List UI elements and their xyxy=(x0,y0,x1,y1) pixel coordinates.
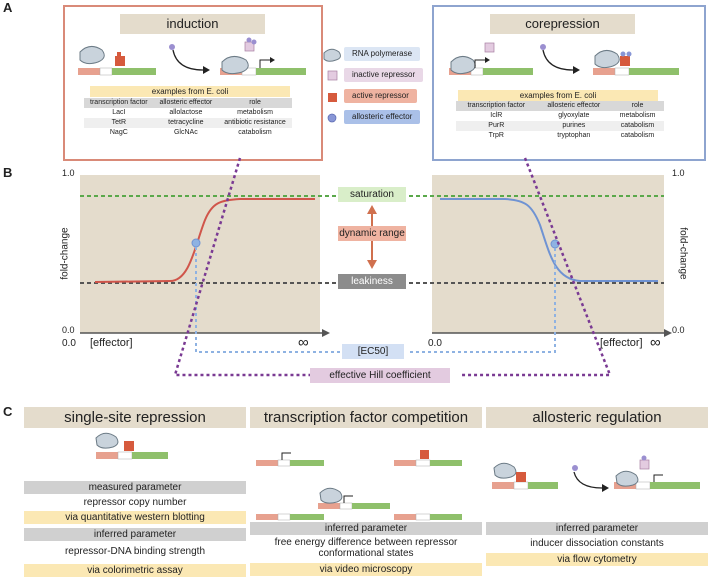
left-plot-area xyxy=(80,175,320,333)
right-y-top: 1.0 xyxy=(672,168,685,178)
corepression-table: transcription factor allosteric effector… xyxy=(456,101,664,141)
panel-label-c: C xyxy=(3,404,13,419)
table-row: TetR tetracycline antibiotic resistance xyxy=(84,118,292,128)
competition-inferred-header: inferred parameter xyxy=(250,522,482,535)
induction-table: transcription factor allosteric effector… xyxy=(84,98,292,138)
single-inferred-param: repressor-DNA binding strength xyxy=(64,546,206,557)
active-repressor-top xyxy=(117,52,121,57)
active-repressor xyxy=(115,56,125,66)
legend-inactive: inactive repressor xyxy=(344,68,424,82)
corepression-title: corepression xyxy=(490,14,635,34)
rnap-icon xyxy=(323,48,341,62)
table-cell: catabolism xyxy=(238,129,272,136)
left-y-top: 1.0 xyxy=(62,168,75,178)
legend-icons xyxy=(323,48,341,123)
table-header: role xyxy=(218,98,292,108)
table-cell: GlcNAc xyxy=(173,129,198,136)
leakiness-label: leakiness xyxy=(338,274,406,289)
ec50-guide xyxy=(195,247,356,353)
left-y-bottom: 0.0 xyxy=(62,325,75,335)
panel-label-a: A xyxy=(3,0,13,15)
table-header: allosteric effector xyxy=(153,98,219,108)
allosteric-method: via flow cytometry xyxy=(486,553,708,566)
corepression-curve xyxy=(440,198,658,282)
reaction-arrow xyxy=(172,49,204,71)
induction-curve xyxy=(94,198,315,283)
dna-gene xyxy=(112,68,156,75)
table-cell: metabolism xyxy=(237,109,273,116)
induction-title: induction xyxy=(120,14,265,34)
table-row: LacI allolactose metabolism xyxy=(84,108,292,118)
induction-examples-title: examples from E. coli xyxy=(90,86,290,97)
rnap-shape xyxy=(79,46,105,65)
allosteric-inferred-param: inducer dissociation constants xyxy=(530,538,664,549)
active-repressor-icon xyxy=(328,93,337,102)
table-cell: catabolism xyxy=(620,132,655,139)
competition-method: via video microscopy xyxy=(250,563,482,576)
right-y-bottom: 0.0 xyxy=(672,325,685,335)
panel-label-b: B xyxy=(3,165,13,180)
table-cell: tetracycline xyxy=(153,118,219,128)
table-cell: PurR xyxy=(456,121,537,131)
competition-title: transcription factor competition xyxy=(250,407,482,428)
allosteric-title: allosteric regulation xyxy=(486,407,708,428)
table-cell: purines xyxy=(536,121,612,131)
table-cell: antibiotic resistance xyxy=(218,118,292,128)
hill-guide xyxy=(173,157,332,377)
right-plot-area xyxy=(432,175,664,333)
left-ec50-point xyxy=(191,238,201,248)
inactive-repressor-icon xyxy=(327,70,338,81)
table-row: TrpR tryptophan catabolism xyxy=(456,131,664,141)
table-cell: TrpR xyxy=(488,132,504,139)
ec50-label: [EC50] xyxy=(342,344,404,359)
effector-dot xyxy=(169,44,175,50)
table-cell: IclR xyxy=(490,112,503,119)
table-cell: metabolism xyxy=(619,112,656,119)
competition-inferred-param: free energy difference between repressor… xyxy=(274,537,458,559)
dna-promoter xyxy=(78,68,100,75)
competition-bottom-dna xyxy=(256,513,462,521)
single-method-2: via colorimetric assay xyxy=(24,564,246,577)
transcription-arrow xyxy=(259,59,270,68)
table-cell: tryptophan xyxy=(557,132,591,139)
effector-icon xyxy=(327,113,337,123)
legend-rnap: RNA polymerase xyxy=(344,47,421,61)
single-measured-header: measured parameter xyxy=(24,481,246,494)
dynamic-range-label: dynamic range xyxy=(338,226,406,241)
corepression-examples-title: examples from E. coli xyxy=(458,90,658,101)
corepression-schematic xyxy=(449,42,679,76)
legend-effector: allosteric effector xyxy=(344,110,421,124)
single-method-1: via quantitative western blotting xyxy=(24,511,246,524)
table-cell: LacI xyxy=(112,109,126,116)
table-cell: glyoxylate xyxy=(558,112,590,119)
hill-label: effective Hill coefficient xyxy=(310,368,450,383)
table-row: NagC GlcNAc catabolism xyxy=(84,128,292,138)
table-row: IclR glyoxylate metabolism xyxy=(456,111,664,121)
plot-overlay xyxy=(80,157,672,377)
table-cell: allolactose xyxy=(169,109,203,116)
single-inferred-header: inferred parameter xyxy=(24,528,246,541)
saturation-label: saturation xyxy=(338,187,406,202)
single-site-title: single-site repression xyxy=(24,407,246,428)
table-header: transcription factor xyxy=(84,98,154,108)
right-x-label: [effector] xyxy=(600,337,643,349)
section-c-schematics xyxy=(95,432,700,510)
table-cell: TetR xyxy=(84,118,154,128)
single-measured-param: repressor copy number xyxy=(83,497,187,508)
table-header: role xyxy=(611,101,664,111)
left-x-label: [effector] xyxy=(90,337,133,349)
left-x-zero: 0.0 xyxy=(62,338,76,349)
table-header: allosteric effector xyxy=(536,101,612,111)
table-cell: catabolism xyxy=(611,121,664,131)
legend-active: active repressor xyxy=(344,89,417,103)
right-x-infinity: ∞ xyxy=(650,334,661,351)
left-x-infinity: ∞ xyxy=(298,334,309,351)
table-row: PurR purines catabolism xyxy=(456,121,664,131)
right-x-zero: 0.0 xyxy=(428,338,442,349)
table-header: transcription factor xyxy=(456,101,537,111)
induction-schematic xyxy=(78,37,306,76)
allosteric-inferred-header: inferred parameter xyxy=(486,522,708,535)
table-cell: NagC xyxy=(109,129,128,136)
